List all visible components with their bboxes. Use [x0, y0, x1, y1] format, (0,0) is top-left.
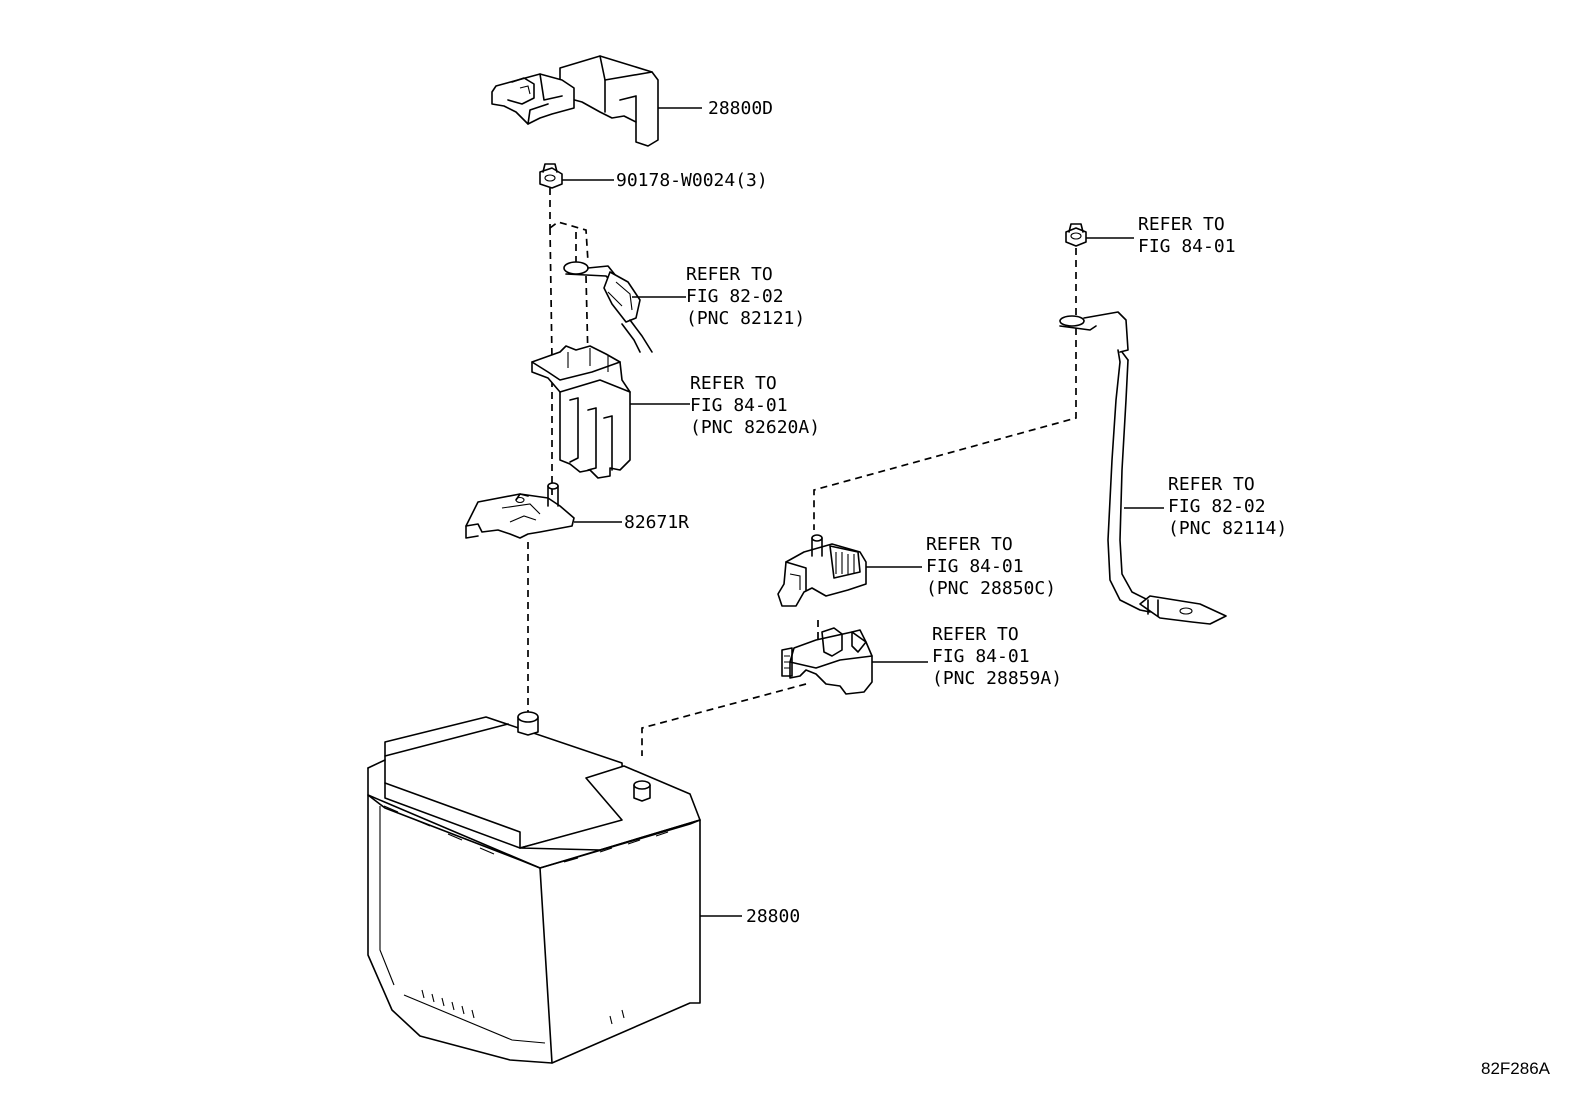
assembly-lines-left: [527, 188, 589, 714]
ref-line-1: REFER TO: [932, 624, 1019, 645]
ref-line-1: REFER TO: [686, 264, 773, 285]
terminal-cover-28859a[interactable]: [781, 627, 873, 695]
wire-terminal-82121[interactable]: [563, 261, 653, 353]
terminal-clamp-28850c[interactable]: [777, 534, 867, 607]
assembly-lines-right: [641, 248, 1077, 756]
nut-right[interactable]: [1065, 223, 1087, 247]
figure-code: 82F286A: [1481, 1059, 1551, 1078]
part-number-82671r[interactable]: 82671R: [624, 512, 689, 533]
ref-line-1: REFER TO: [690, 373, 777, 394]
battery-cable-82114[interactable]: [1059, 311, 1227, 625]
ref-line-3: (PNC 82114): [1168, 518, 1287, 539]
ref-line-1: REFER TO: [1168, 474, 1255, 495]
ref-line-3: (PNC 82121): [686, 308, 805, 329]
ref-line-1: REFER TO: [1138, 214, 1225, 235]
ref-line-1: REFER TO: [926, 534, 1013, 555]
ref-line-3: (PNC 28850C): [926, 578, 1056, 599]
ref-clamp-28850c[interactable]: REFER TO FIG 84-01 (PNC 28850C): [926, 534, 1056, 599]
fuse-block-82620a[interactable]: [531, 345, 631, 479]
ref-line-2: FIG 84-01: [1138, 236, 1236, 257]
ref-line-2: FIG 82-02: [1168, 496, 1266, 517]
nut-90178[interactable]: [539, 163, 563, 189]
part-number-28800[interactable]: 28800: [746, 906, 800, 927]
part-number-90178[interactable]: 90178-W0024(3): [616, 170, 768, 191]
ref-fuse-82620a[interactable]: REFER TO FIG 84-01 (PNC 82620A): [690, 373, 820, 438]
ref-line-2: FIG 84-01: [690, 395, 788, 416]
ref-line-2: FIG 84-01: [932, 646, 1030, 667]
ref-cover-28859a[interactable]: REFER TO FIG 84-01 (PNC 28859A): [932, 624, 1062, 689]
ref-wire-82121[interactable]: REFER TO FIG 82-02 (PNC 82121): [686, 264, 805, 329]
ref-cable-82114[interactable]: REFER TO FIG 82-02 (PNC 82114): [1168, 474, 1287, 539]
ref-line-3: (PNC 82620A): [690, 417, 820, 438]
battery-28800[interactable]: [367, 711, 701, 1064]
part-number-28800d[interactable]: 28800D: [708, 98, 773, 119]
ref-line-2: FIG 84-01: [926, 556, 1024, 577]
leader-lines: [562, 107, 1164, 917]
ref-nut-right[interactable]: REFER TO FIG 84-01: [1138, 214, 1236, 257]
ref-line-2: FIG 82-02: [686, 286, 784, 307]
bracket-82671r[interactable]: [465, 482, 575, 539]
terminal-cover-28800d[interactable]: [491, 55, 659, 147]
ref-line-3: (PNC 28859A): [932, 668, 1062, 689]
